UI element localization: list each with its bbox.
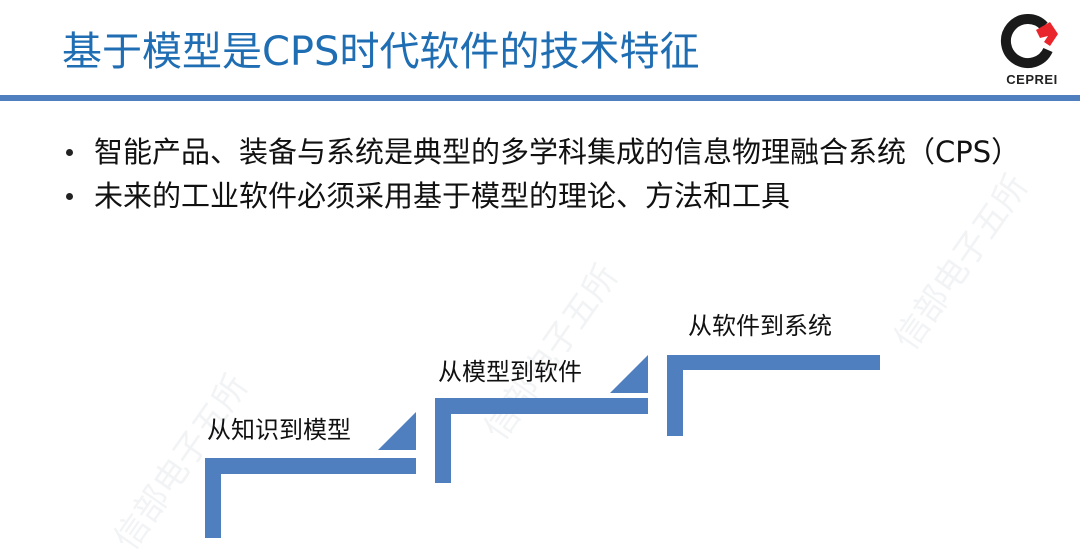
step-2-horizontal bbox=[435, 398, 648, 414]
step-label-2: 从模型到软件 bbox=[438, 358, 582, 386]
step-1-triangle-icon bbox=[378, 412, 416, 450]
logo-text: CEPREI bbox=[1006, 72, 1058, 87]
step-3-vertical bbox=[667, 355, 683, 436]
watermark: 信部电子五所 bbox=[476, 257, 627, 448]
logo: CEPREI bbox=[1000, 12, 1064, 90]
step-1-vertical bbox=[205, 458, 221, 538]
bullet-text: 智能产品、装备与系统是典型的多学科集成的信息物理融合系统（CPS） bbox=[94, 135, 1021, 169]
step-1-horizontal bbox=[205, 458, 416, 474]
bullet-dot-icon bbox=[66, 149, 73, 156]
slide-title: 基于模型是CPS时代软件的技术特征 bbox=[62, 29, 700, 75]
step-label-3: 从软件到系统 bbox=[688, 312, 832, 340]
step-label-1: 从知识到模型 bbox=[207, 416, 351, 444]
bullet-text: 未来的工业软件必须采用基于模型的理论、方法和工具 bbox=[94, 179, 791, 213]
step-3-horizontal bbox=[667, 355, 880, 370]
cepre-logo-icon bbox=[1000, 14, 1058, 68]
title-divider bbox=[0, 95, 1080, 101]
step-2-triangle-icon bbox=[610, 355, 648, 393]
bullet-item: 智能产品、装备与系统是典型的多学科集成的信息物理融合系统（CPS） bbox=[62, 132, 1042, 172]
bullet-dot-icon bbox=[66, 193, 73, 200]
bullet-list: 智能产品、装备与系统是典型的多学科集成的信息物理融合系统（CPS） 未来的工业软… bbox=[62, 132, 1042, 216]
bullet-item: 未来的工业软件必须采用基于模型的理论、方法和工具 bbox=[62, 176, 1042, 216]
step-2-vertical bbox=[435, 398, 451, 483]
